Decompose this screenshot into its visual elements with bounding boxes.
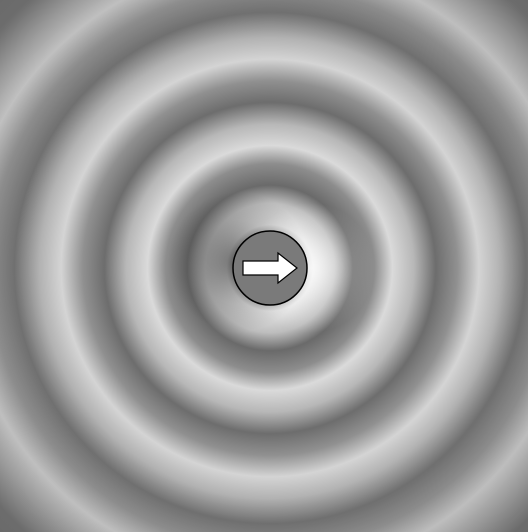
wave-field-svg	[0, 0, 528, 532]
wave-field-diagram	[0, 0, 528, 532]
